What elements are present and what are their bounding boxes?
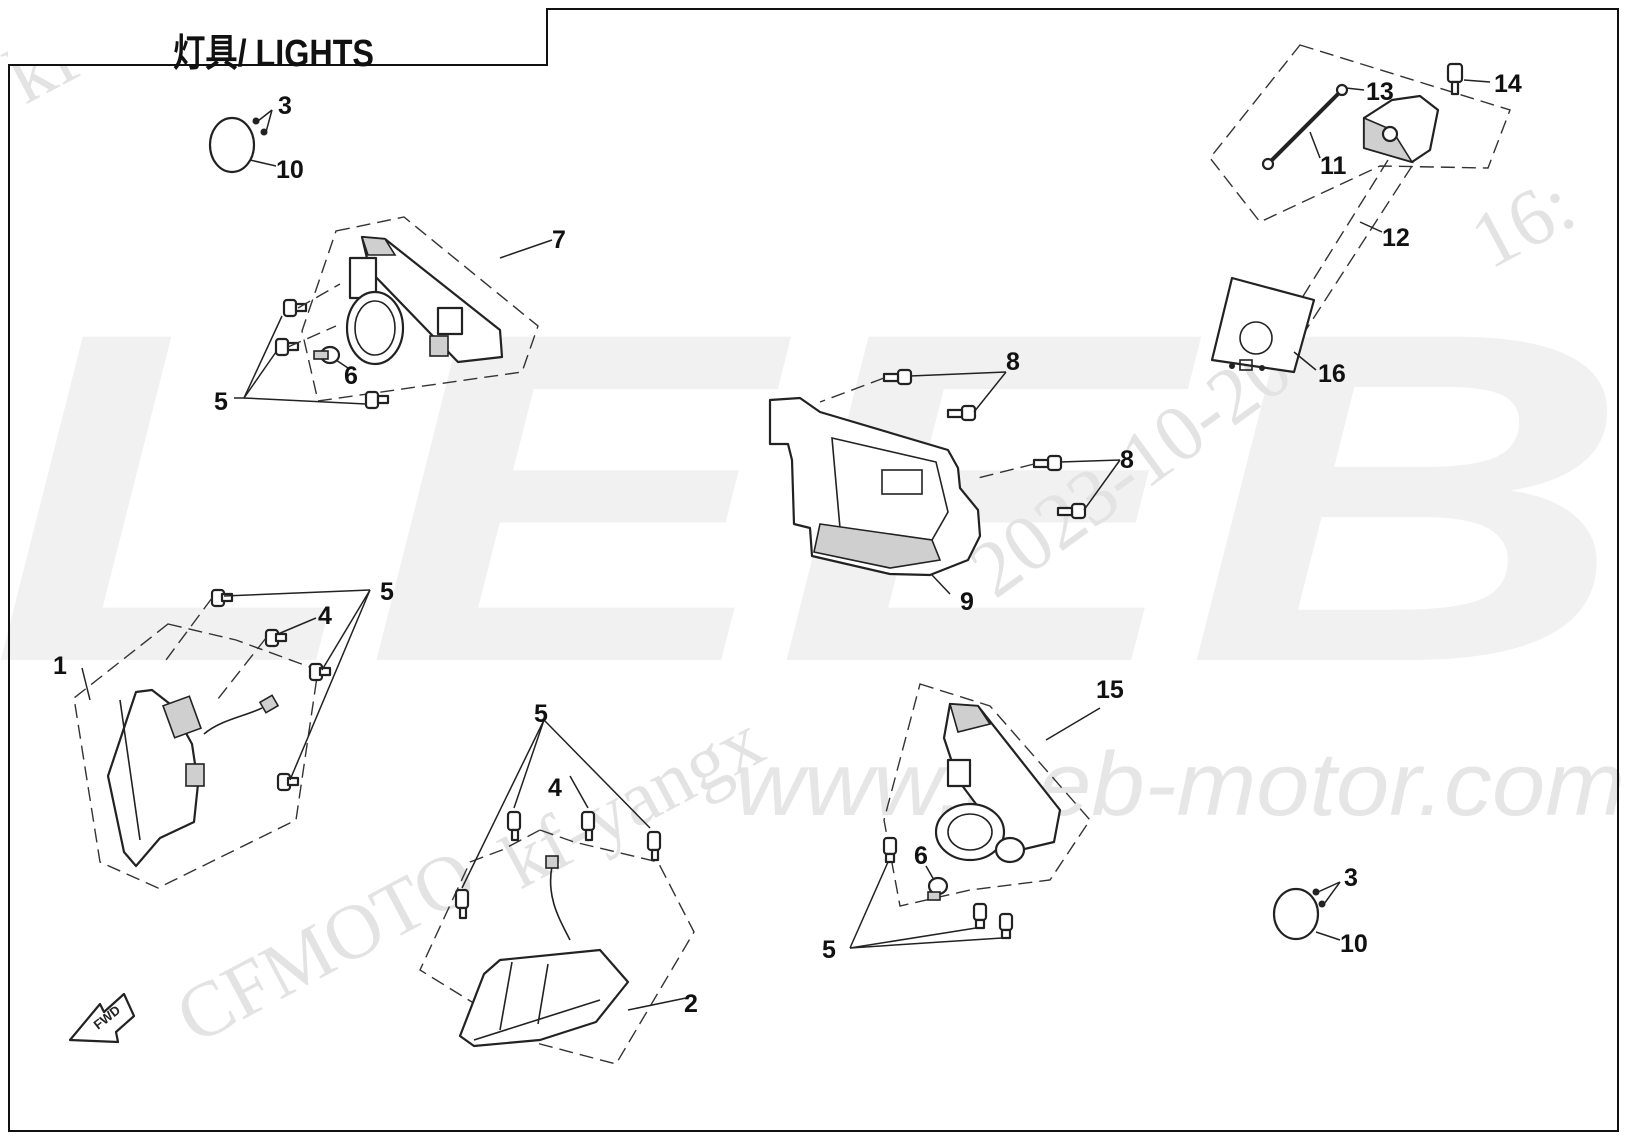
- callout-16: 16: [1318, 360, 1346, 388]
- watermark-website: www.leeb-motor.com: [735, 735, 1625, 835]
- callout-11: 11: [1320, 152, 1347, 180]
- callout-10-top: 10: [276, 156, 304, 184]
- reflector-top-left: [208, 109, 277, 174]
- callout-1: 1: [53, 652, 67, 680]
- callout-5-lower: 5: [534, 700, 548, 728]
- fwd-arrow-icon: FWD: [68, 992, 136, 1044]
- callout-2: 2: [684, 990, 698, 1018]
- reflector-bottom-right: [1272, 881, 1341, 941]
- callout-5-right: 5: [822, 936, 836, 964]
- callout-8-top: 8: [1006, 348, 1020, 376]
- diagram-title: 灯具/ LIGHTS: [173, 33, 374, 75]
- callout-labels: 1 2 3 3 4 4 5 5 5 5 6 6 7 8 8 9 10 10 11…: [53, 70, 1522, 1018]
- callout-12: 12: [1382, 224, 1410, 252]
- callout-4-lower: 4: [548, 774, 562, 802]
- headlight-upper: [234, 216, 553, 410]
- callout-8-mid: 8: [1120, 446, 1134, 474]
- callout-4-left: 4: [318, 602, 332, 630]
- callout-10-bottom: 10: [1340, 930, 1368, 958]
- headlight-lower: [419, 719, 695, 1065]
- callout-13: 13: [1366, 78, 1394, 106]
- bracket-center: [768, 368, 1121, 595]
- callout-6-upper: 6: [344, 362, 358, 390]
- callout-7: 7: [552, 226, 566, 254]
- callout-3-bottom: 3: [1344, 864, 1358, 892]
- callout-3-top: 3: [278, 92, 292, 120]
- callout-15: 15: [1096, 676, 1124, 704]
- headlight-right: [849, 683, 1101, 949]
- callout-9: 9: [960, 588, 974, 616]
- headlight-left: [73, 588, 371, 889]
- callout-5-left: 5: [380, 578, 394, 606]
- diagram-frame: [8, 8, 1619, 1132]
- callout-14: 14: [1494, 70, 1522, 98]
- callout-5-upper: 5: [214, 388, 228, 416]
- callout-6-right: 6: [914, 842, 928, 870]
- title-box: 灯具/ LIGHTS: [8, 8, 548, 75]
- license-plate-lamp: [1209, 44, 1511, 374]
